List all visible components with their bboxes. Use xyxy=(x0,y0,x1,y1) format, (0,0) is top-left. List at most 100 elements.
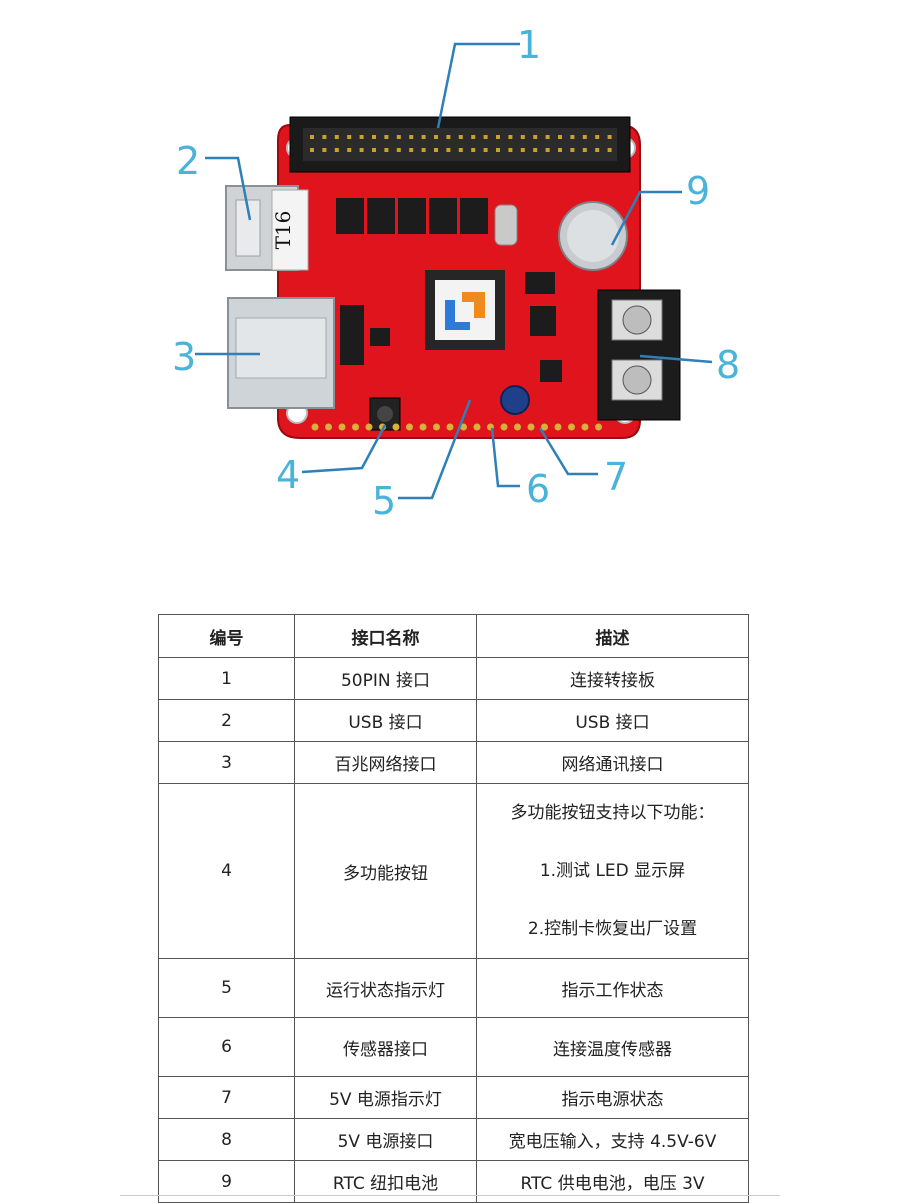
header-pin xyxy=(545,148,550,152)
table-row: 1 50PIN 接口 连接转接板 xyxy=(158,657,749,700)
callout-5: 5 xyxy=(372,479,396,523)
solder-pad xyxy=(473,423,481,431)
row-name: 运行状态指示灯 xyxy=(294,958,477,1018)
header-pin xyxy=(421,135,426,139)
table-row: 8 5V 电源接口 宽电压输入，支持 4.5V-6V xyxy=(158,1118,749,1161)
leader-line-6 xyxy=(490,427,520,488)
header-number: 编号 xyxy=(158,614,295,658)
row-desc: 宽电压输入，支持 4.5V-6V xyxy=(476,1118,749,1161)
solder-pad xyxy=(325,423,332,431)
header-pin xyxy=(421,148,426,152)
header-pin xyxy=(310,148,314,152)
header-pin xyxy=(570,148,575,152)
row-name: 5V 电源指示灯 xyxy=(294,1076,477,1119)
row-number: 4 xyxy=(158,783,295,959)
callout-4: 4 xyxy=(276,453,300,497)
header-pin xyxy=(409,135,414,139)
table-row: 3 百兆网络接口 网络通讯接口 xyxy=(158,741,749,784)
row-name: RTC 纽扣电池 xyxy=(294,1160,477,1203)
header-pin xyxy=(520,148,525,152)
solder-pad xyxy=(406,423,413,431)
header-description: 描述 xyxy=(476,614,749,658)
header-pin xyxy=(558,148,562,152)
leader-line-2 xyxy=(205,156,252,221)
leader-line-5 xyxy=(398,399,472,500)
table-row: 9 RTC 纽扣电池 RTC 供电电池，电压 3V xyxy=(158,1160,749,1203)
callout-2: 2 xyxy=(176,139,200,183)
solder-pad xyxy=(581,423,589,431)
header-pin xyxy=(607,135,612,139)
row-name: 多功能按钮 xyxy=(294,783,477,959)
header-pin xyxy=(446,135,451,139)
table-header-row: 编号 接口名称 描述 xyxy=(158,614,749,658)
solder-pad xyxy=(541,423,548,431)
solder-pad xyxy=(446,423,454,431)
table-row: 4 多功能按钮 多功能按钮支持以下功能： 1.测试 LED 显示屏 2.控制卡恢… xyxy=(158,783,749,959)
row-number: 1 xyxy=(158,657,295,700)
header-pin xyxy=(508,148,513,152)
solder-pad xyxy=(311,423,319,431)
row-name: 百兆网络接口 xyxy=(294,741,477,784)
header-pin xyxy=(570,135,575,139)
solder-pad xyxy=(338,423,346,431)
header-pin xyxy=(409,148,414,152)
driver-chip xyxy=(336,198,364,234)
header-pin xyxy=(471,135,476,139)
solder-pad xyxy=(554,423,562,431)
header-interface-name: 接口名称 xyxy=(294,614,477,658)
header-pin xyxy=(558,135,562,139)
solder-pad xyxy=(595,423,602,431)
header-pin xyxy=(359,148,364,152)
solder-pad xyxy=(365,423,373,431)
leader-line-4 xyxy=(301,424,387,474)
row-number: 9 xyxy=(158,1160,295,1203)
leader-line-9 xyxy=(610,190,682,246)
row-desc: 多功能按钮支持以下功能： 1.测试 LED 显示屏 2.控制卡恢复出厂设置 xyxy=(476,783,749,959)
header-pin xyxy=(458,148,463,152)
ic-chip xyxy=(530,306,556,336)
header-pin xyxy=(310,135,314,139)
row-number: 2 xyxy=(158,699,295,742)
header-pin xyxy=(347,148,352,152)
leader-line-8 xyxy=(639,354,713,364)
callout-6: 6 xyxy=(526,467,550,511)
header-pin xyxy=(446,148,451,152)
solder-pad xyxy=(500,423,508,431)
header-pin xyxy=(508,135,513,139)
header-pin xyxy=(458,135,463,139)
row-number: 8 xyxy=(158,1118,295,1161)
header-pin xyxy=(372,135,376,139)
row-desc: USB 接口 xyxy=(476,699,749,742)
callout-1: 1 xyxy=(517,23,541,67)
row-desc: 连接温度传感器 xyxy=(476,1017,749,1077)
header-pin xyxy=(384,135,389,139)
header-pin xyxy=(471,148,476,152)
ic-chip xyxy=(370,328,390,346)
row-desc: RTC 供电电池，电压 3V xyxy=(476,1160,749,1203)
solder-pad xyxy=(419,423,427,431)
desc-line: 多功能按钮支持以下功能： xyxy=(510,803,715,823)
table-row: 7 5V 电源指示灯 指示电源状态 xyxy=(158,1076,749,1119)
row-name: USB 接口 xyxy=(294,699,477,742)
driver-chip xyxy=(429,198,457,234)
callout-3: 3 xyxy=(172,335,196,379)
header-pin xyxy=(384,148,389,152)
desc-line: 1.测试 LED 显示屏 xyxy=(539,861,686,881)
row-desc: 指示工作状态 xyxy=(476,958,749,1018)
solder-pad xyxy=(568,423,575,431)
crystal xyxy=(494,204,518,246)
row-desc: 指示电源状态 xyxy=(476,1076,749,1119)
header-pin xyxy=(322,148,327,152)
header-pin xyxy=(582,135,587,139)
header-pin xyxy=(483,148,488,152)
driver-chip xyxy=(460,198,488,234)
leader-line-1 xyxy=(436,42,520,129)
solder-pad xyxy=(352,423,359,431)
header-pin xyxy=(334,135,339,139)
row-name: 传感器接口 xyxy=(294,1017,477,1077)
header-pin xyxy=(372,148,376,152)
solder-pad xyxy=(527,423,535,431)
ic-chip xyxy=(540,360,562,382)
header-pin xyxy=(434,148,438,152)
header-pin xyxy=(334,148,339,152)
